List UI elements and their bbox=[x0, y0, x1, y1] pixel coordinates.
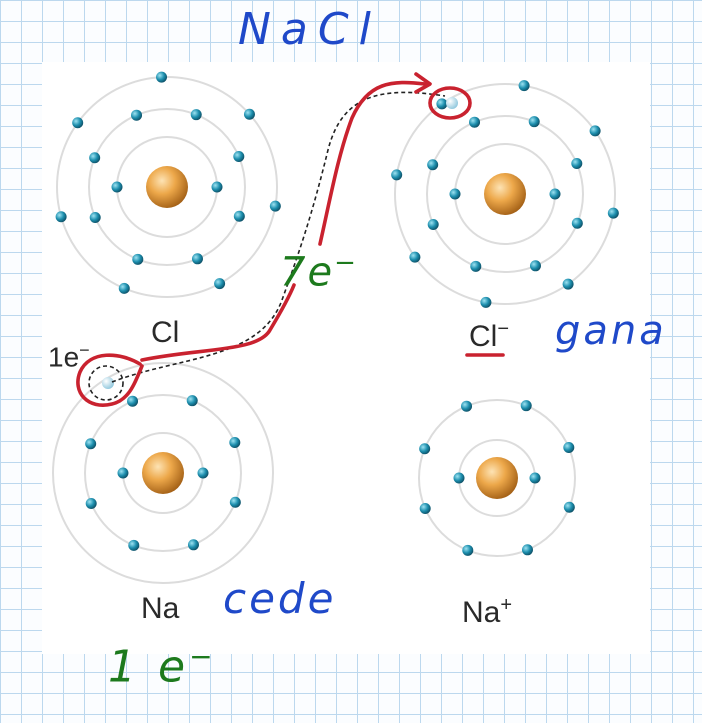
label-cl: Cl bbox=[151, 316, 180, 349]
annotation-gana: gana bbox=[555, 308, 667, 354]
cl-ion-electron bbox=[391, 169, 403, 181]
cl-ion-electron bbox=[571, 158, 583, 170]
cl-ion-electron bbox=[607, 207, 619, 219]
label-1e-printed-charge: − bbox=[79, 340, 90, 360]
cl-atom-electron bbox=[233, 151, 245, 163]
label-na-ion-charge: + bbox=[500, 594, 513, 616]
na-ion-electron bbox=[461, 400, 473, 412]
label-cl-ion-symbol: Cl bbox=[469, 320, 498, 353]
cl-ion-electron bbox=[529, 260, 541, 272]
na-ion-nucleus bbox=[476, 457, 518, 499]
label-cl-ion-charge: − bbox=[497, 318, 510, 340]
na-ion-electron bbox=[419, 443, 431, 455]
cl-atom-electron bbox=[118, 282, 130, 294]
cl-ion-shell-2 bbox=[426, 115, 584, 273]
label-1e-printed-text: 1e bbox=[48, 341, 80, 373]
cl-atom-electron bbox=[190, 109, 202, 121]
na-atom-nucleus bbox=[142, 452, 184, 494]
cl-ion-electron bbox=[470, 260, 482, 272]
na-ion-electron bbox=[529, 472, 541, 484]
dashed-electron-circle bbox=[88, 365, 124, 401]
cl-atom-electron bbox=[214, 278, 226, 290]
label-na: Na bbox=[141, 592, 180, 625]
na-ion-electron bbox=[521, 544, 533, 556]
red-transfer-line-upper bbox=[318, 80, 427, 246]
na-atom-electron bbox=[127, 395, 139, 407]
cl-ion-electron bbox=[427, 159, 439, 171]
annotation-7e-charge: − bbox=[334, 248, 358, 278]
electron-transfer-arrow bbox=[76, 72, 505, 407]
na-ion-electron bbox=[419, 502, 431, 514]
title-nacl: NaCl bbox=[238, 4, 381, 55]
cl-atom-electron bbox=[72, 117, 84, 129]
annotation-7e-text: 7e bbox=[280, 249, 335, 296]
atoms-layer bbox=[52, 71, 619, 584]
label-1e-printed: 1e− bbox=[48, 340, 90, 373]
cl-ion-electron bbox=[528, 116, 540, 128]
cl-ion-electron bbox=[427, 218, 439, 230]
cl-ion-electron bbox=[409, 251, 421, 263]
cl-ion-electron bbox=[518, 80, 530, 92]
red-transfer-line-lower bbox=[140, 283, 296, 362]
na-atom-electron bbox=[85, 497, 97, 509]
na-ion-electron bbox=[563, 442, 575, 454]
red-circle-around-gained-electron bbox=[428, 86, 472, 120]
cl-atom-electron bbox=[55, 211, 67, 223]
na-atom-electron bbox=[197, 467, 209, 479]
na-ion-electron bbox=[563, 501, 575, 513]
label-na-ion-symbol: Na bbox=[462, 596, 501, 629]
cl-atom-electron bbox=[89, 211, 101, 223]
na-atom-electron bbox=[117, 467, 129, 479]
na-atom-electron bbox=[229, 496, 241, 508]
cl-ion-electron bbox=[571, 217, 583, 229]
annotation-1e-charge: − bbox=[189, 640, 217, 673]
cl-ion-electron bbox=[469, 116, 481, 128]
cl-atom-electron bbox=[243, 108, 255, 120]
cl-ion-shell-3 bbox=[394, 83, 616, 305]
gained-electron bbox=[446, 97, 458, 109]
na-atom-shell-3 bbox=[52, 362, 274, 584]
cl-atom-nucleus bbox=[146, 166, 188, 208]
cl-atom-electron bbox=[156, 71, 168, 83]
cl-ion-electron bbox=[549, 188, 561, 200]
cl-atom-electron bbox=[131, 109, 143, 121]
annotation-7e: 7e− bbox=[280, 248, 358, 295]
red-loop-around-electron bbox=[76, 353, 144, 407]
cl-atom-electron bbox=[233, 210, 245, 222]
cl-atom-shell-2 bbox=[88, 108, 246, 266]
na-atom-electron bbox=[186, 395, 198, 407]
cl-ion-nucleus bbox=[484, 173, 526, 215]
annotation-1e-text: 1 e bbox=[108, 641, 190, 693]
cl-atom-electron bbox=[89, 152, 101, 164]
cl-atom-electron bbox=[211, 181, 223, 193]
cl-ion-electron bbox=[449, 188, 461, 200]
na-atom-electron bbox=[187, 539, 199, 551]
na-ion-electron bbox=[520, 400, 532, 412]
cl-ion-electron bbox=[589, 125, 601, 137]
annotation-1e: 1 e− bbox=[108, 640, 217, 693]
na-ion-shell-2 bbox=[418, 399, 576, 557]
na-atom-electron bbox=[85, 438, 97, 450]
cl-atom-electron bbox=[132, 253, 144, 265]
cl-atom-electron bbox=[191, 253, 203, 265]
na-ion-electron bbox=[453, 472, 465, 484]
transferred-electron bbox=[102, 377, 114, 389]
na-atom-shell-2 bbox=[84, 394, 242, 552]
na-atom-electron bbox=[128, 539, 140, 551]
na-ion-electron bbox=[462, 544, 474, 556]
cl-ion-electron bbox=[562, 278, 574, 290]
label-na-ion: Na+ bbox=[462, 594, 512, 630]
cl-ion-electron bbox=[436, 98, 448, 110]
cl-atom-electron bbox=[269, 200, 281, 212]
annotation-cede: cede bbox=[223, 574, 337, 623]
label-cl-ion: Cl− bbox=[469, 318, 509, 354]
cl-ion-electron bbox=[480, 296, 492, 308]
na-atom-electron bbox=[229, 437, 241, 449]
cl-atom-electron bbox=[111, 181, 123, 193]
red-arrowhead bbox=[414, 72, 432, 94]
